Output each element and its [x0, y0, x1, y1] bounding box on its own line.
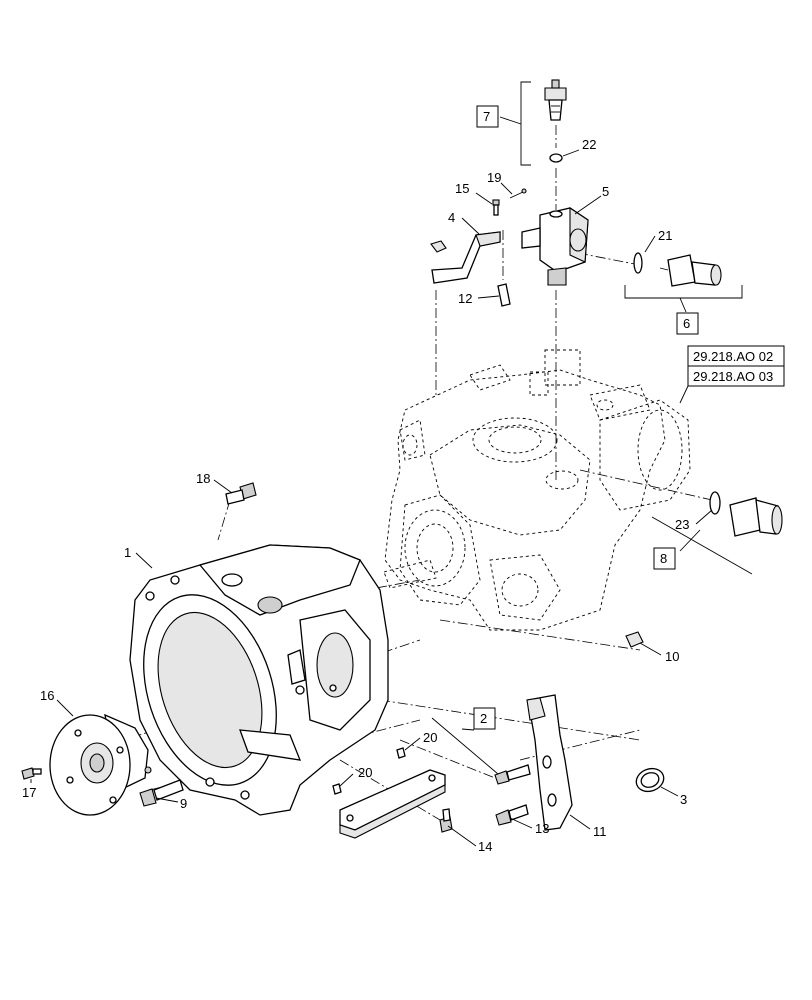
reference-box-2[interactable] — [687, 365, 785, 387]
o-ring-21 — [633, 252, 643, 274]
callout-box-2 — [473, 707, 496, 730]
bolt-14 — [439, 808, 453, 833]
callout-1: 1 — [124, 545, 131, 560]
callout-2: 2 — [480, 711, 487, 726]
hydraulic-pump-reference — [383, 349, 691, 631]
o-ring-23 — [709, 491, 721, 515]
bracket-11 — [526, 694, 573, 831]
pin-20-upper — [396, 747, 406, 759]
pin-19 — [509, 188, 527, 199]
callout-14: 14 — [478, 839, 492, 854]
callout-17: 17 — [22, 785, 36, 800]
callout-15: 15 — [455, 181, 469, 196]
callout-box-8 — [653, 547, 676, 570]
pin-20-lower — [332, 783, 342, 795]
valve-block — [521, 206, 589, 286]
callout-5: 5 — [602, 184, 609, 199]
clamp-3 — [635, 767, 665, 793]
callout-20-upper: 20 — [423, 730, 437, 745]
reference-link-1[interactable]: 29.218.AO 02 — [693, 349, 773, 364]
nut-small — [144, 766, 152, 774]
bolt-13-upper — [494, 764, 531, 785]
callout-box-7 — [476, 105, 499, 128]
callout-13: 13 — [535, 821, 549, 836]
callout-10: 10 — [665, 649, 679, 664]
bolt-18 — [225, 482, 257, 505]
o-ring-22 — [549, 153, 563, 163]
callout-20-lower: 20 — [358, 765, 372, 780]
callout-6: 6 — [683, 316, 690, 331]
bolt-13-lower — [495, 804, 529, 826]
fitting-8 — [729, 497, 783, 537]
callout-box-6 — [676, 312, 699, 335]
callout-9: 9 — [180, 796, 187, 811]
callout-19: 19 — [487, 170, 501, 185]
screw-17 — [21, 767, 42, 780]
nut — [430, 240, 447, 253]
callout-7: 7 — [483, 109, 490, 124]
callout-8: 8 — [660, 551, 667, 566]
cover-plate-2 — [339, 769, 446, 839]
callout-21: 21 — [658, 228, 672, 243]
callout-22: 22 — [582, 137, 596, 152]
reference-link-2[interactable]: 29.218.AO 03 — [693, 369, 773, 384]
bolt-15 — [492, 199, 500, 216]
nut-10 — [625, 631, 644, 648]
adapter-flange-16 — [49, 713, 149, 816]
bolt-9 — [139, 779, 184, 807]
sleeve-12 — [497, 283, 511, 307]
elbow-fitting-6 — [667, 254, 722, 287]
pressure-switch — [544, 79, 567, 121]
callout-11: 11 — [593, 824, 607, 839]
callout-16: 16 — [40, 688, 54, 703]
callout-4: 4 — [448, 210, 455, 225]
callout-18: 18 — [196, 471, 210, 486]
bell-housing — [129, 544, 389, 816]
callout-3: 3 — [680, 792, 687, 807]
callout-12: 12 — [458, 291, 472, 306]
leader-lines — [30, 81, 753, 847]
bracket-4 — [431, 231, 501, 284]
callout-23: 23 — [675, 517, 689, 532]
